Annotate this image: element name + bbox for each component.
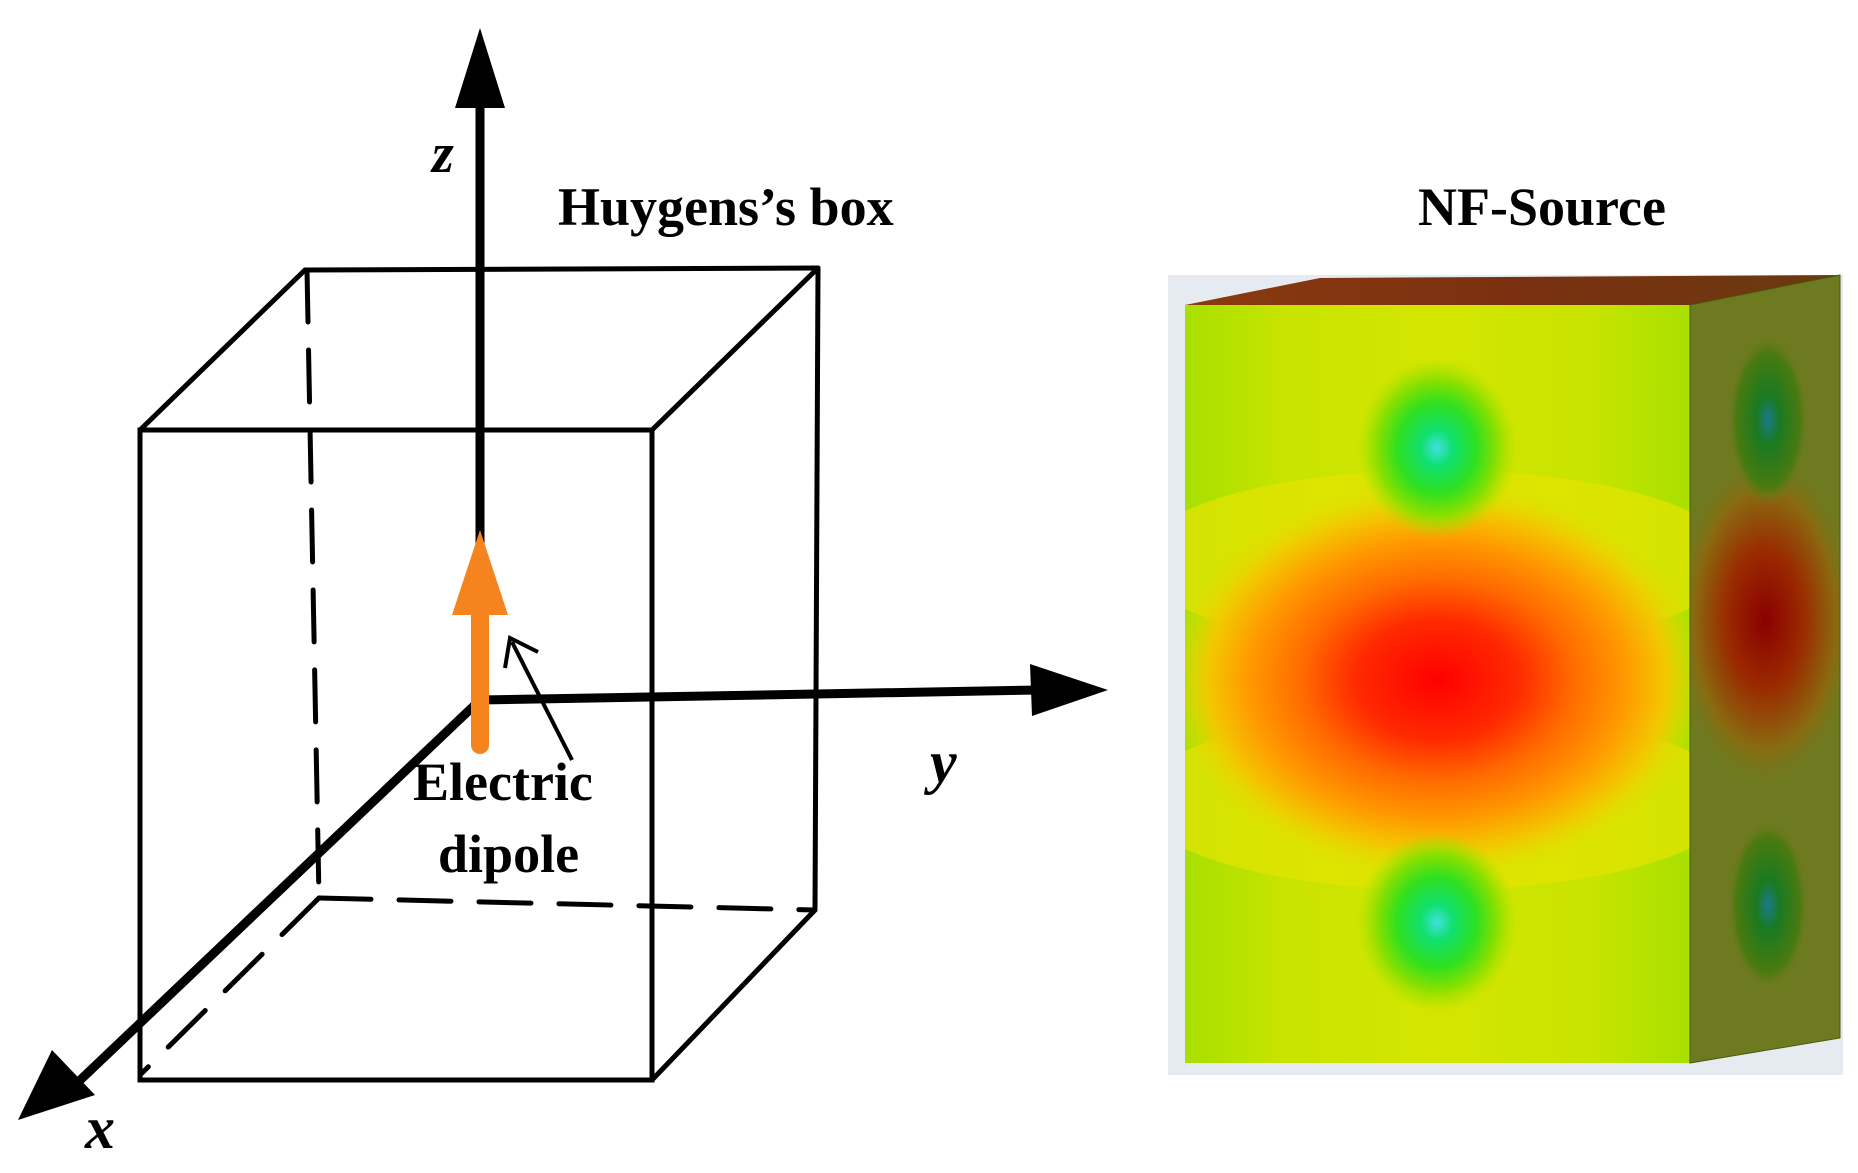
box-hidden-edge-back-vertical [304, 267, 322, 901]
box-edge-top-back [302, 265, 821, 273]
x-axis-label: x [84, 1095, 115, 1161]
nf-source-field-plot [1168, 274, 1843, 1075]
z-axis-arrowhead [455, 28, 505, 108]
y-axis-arrowhead [1030, 664, 1108, 716]
huygens-box-diagram [137, 265, 821, 1083]
box-edge-right-back [812, 265, 821, 913]
field-null-top [1357, 358, 1517, 538]
box-edge-bottom-right [649, 907, 818, 1083]
huygens-box-title: Huygens’s box [558, 177, 894, 237]
top-face [1185, 275, 1840, 305]
side-face [1690, 275, 1840, 1063]
field-hotspot [1185, 480, 1690, 880]
x-axis-arrowhead [18, 1050, 95, 1120]
z-axis-label: z [430, 123, 454, 185]
dipole-label-line2: dipole [438, 824, 579, 884]
x-axis-line [71, 696, 484, 1089]
dipole-arrowhead [452, 530, 508, 615]
box-edge-top-right [649, 265, 821, 433]
dipole-pointer-arrow [503, 635, 574, 761]
box-hidden-edge-back-bottom [316, 895, 818, 913]
field-null-bottom [1357, 832, 1517, 1012]
front-face [1185, 305, 1690, 1063]
y-axis-line [479, 685, 1041, 705]
dipole-label-line1: Electric [413, 752, 593, 812]
electric-dipole [452, 530, 508, 754]
y-axis-label: y [924, 729, 957, 795]
box-edge-top-left [137, 267, 308, 433]
box-hidden-edge-bottom-depth [137, 895, 322, 1078]
nf-source-title: NF-Source [1418, 177, 1666, 237]
